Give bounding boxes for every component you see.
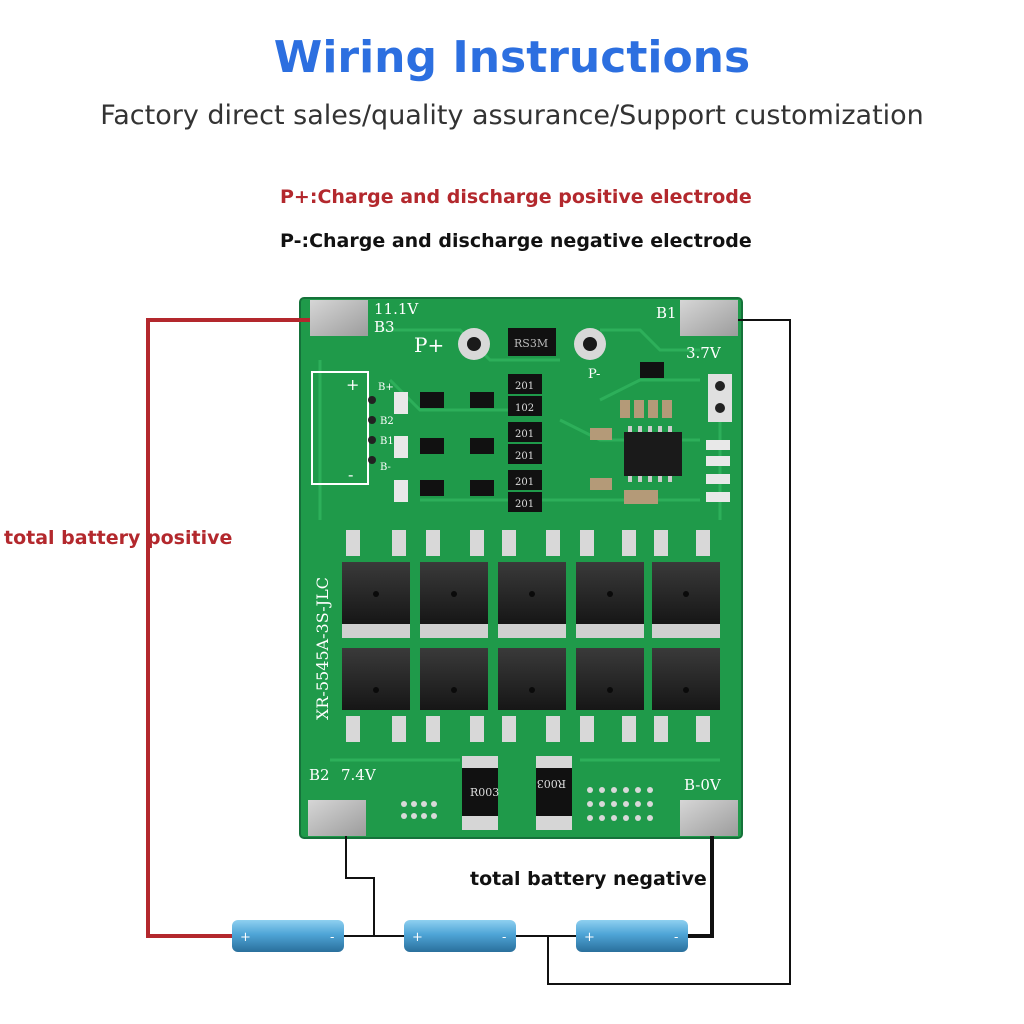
connector-minus: - xyxy=(348,465,353,484)
connector-plus: + xyxy=(346,375,359,394)
smd-code-3: 201 xyxy=(515,429,534,440)
pad-b2-name: B2 xyxy=(309,766,330,784)
legend-negative: P-:Charge and discharge negative electro… xyxy=(280,230,752,252)
battery-3-minus: - xyxy=(674,930,678,945)
pad-b0 xyxy=(680,800,738,836)
battery-1-minus: - xyxy=(330,930,334,945)
page-subtitle: Factory direct sales/quality assurance/S… xyxy=(100,100,924,131)
battery-2: + - xyxy=(404,920,516,952)
b-plus-label: B+ xyxy=(378,382,394,393)
pad-b1-voltage: 3.7V xyxy=(686,344,722,362)
p-minus-label: P- xyxy=(588,367,600,382)
resistor-rs3m-label: RS3M xyxy=(514,337,548,350)
pad-b1-name: B1 xyxy=(656,304,677,322)
p-plus-label: P+ xyxy=(414,333,444,357)
balance-connector xyxy=(311,371,369,485)
legend-positive: P+:Charge and discharge positive electro… xyxy=(280,186,752,208)
smd-code-6: 201 xyxy=(515,499,534,510)
battery-3: + - xyxy=(576,920,688,952)
mosfet-array xyxy=(342,530,720,742)
resistor-rs3m xyxy=(508,328,556,356)
board-model: XR-5545A-3S-JLC xyxy=(313,577,332,720)
total-battery-positive-label: total battery positive xyxy=(4,527,233,549)
battery-2-plus: + xyxy=(412,930,423,945)
battery-1-plus: + xyxy=(240,930,251,945)
page-title: Wiring Instructions xyxy=(273,32,751,83)
smd-code-4: 201 xyxy=(515,451,534,462)
pad-b2-voltage: 7.4V xyxy=(341,766,377,784)
total-battery-negative-label: total battery negative xyxy=(470,868,707,890)
smd-code-5: 201 xyxy=(515,477,534,488)
shunt-label-2: R003 xyxy=(537,777,566,790)
pad-b1 xyxy=(680,300,738,336)
pad-b3-voltage: 11.1V xyxy=(374,300,419,318)
smd-code-2: 102 xyxy=(515,403,534,414)
battery-3-plus: + xyxy=(584,930,595,945)
negative-wire xyxy=(688,836,714,938)
pad-b2 xyxy=(308,800,366,836)
pad-b0-label: B-0V xyxy=(684,776,722,794)
b1-small-label: B1 xyxy=(380,436,394,447)
b2-wire xyxy=(345,836,375,936)
battery-2-minus: - xyxy=(502,930,506,945)
shunt-label-1: R003 xyxy=(470,786,499,799)
pad-b3 xyxy=(310,300,368,336)
battery-1: + - xyxy=(232,920,344,952)
positive-wire xyxy=(146,318,310,938)
pad-b3-name: B3 xyxy=(374,318,395,336)
protection-ic xyxy=(624,432,682,476)
pcb-board: 11.1V B3 B1 3.7V B2 7.4V B-0V P+ P- RS3M… xyxy=(299,297,743,839)
smd-code-1: 201 xyxy=(515,381,534,392)
b-minus-label: B- xyxy=(380,462,391,473)
b2-small-label: B2 xyxy=(380,416,394,427)
b1-wire xyxy=(547,319,791,985)
